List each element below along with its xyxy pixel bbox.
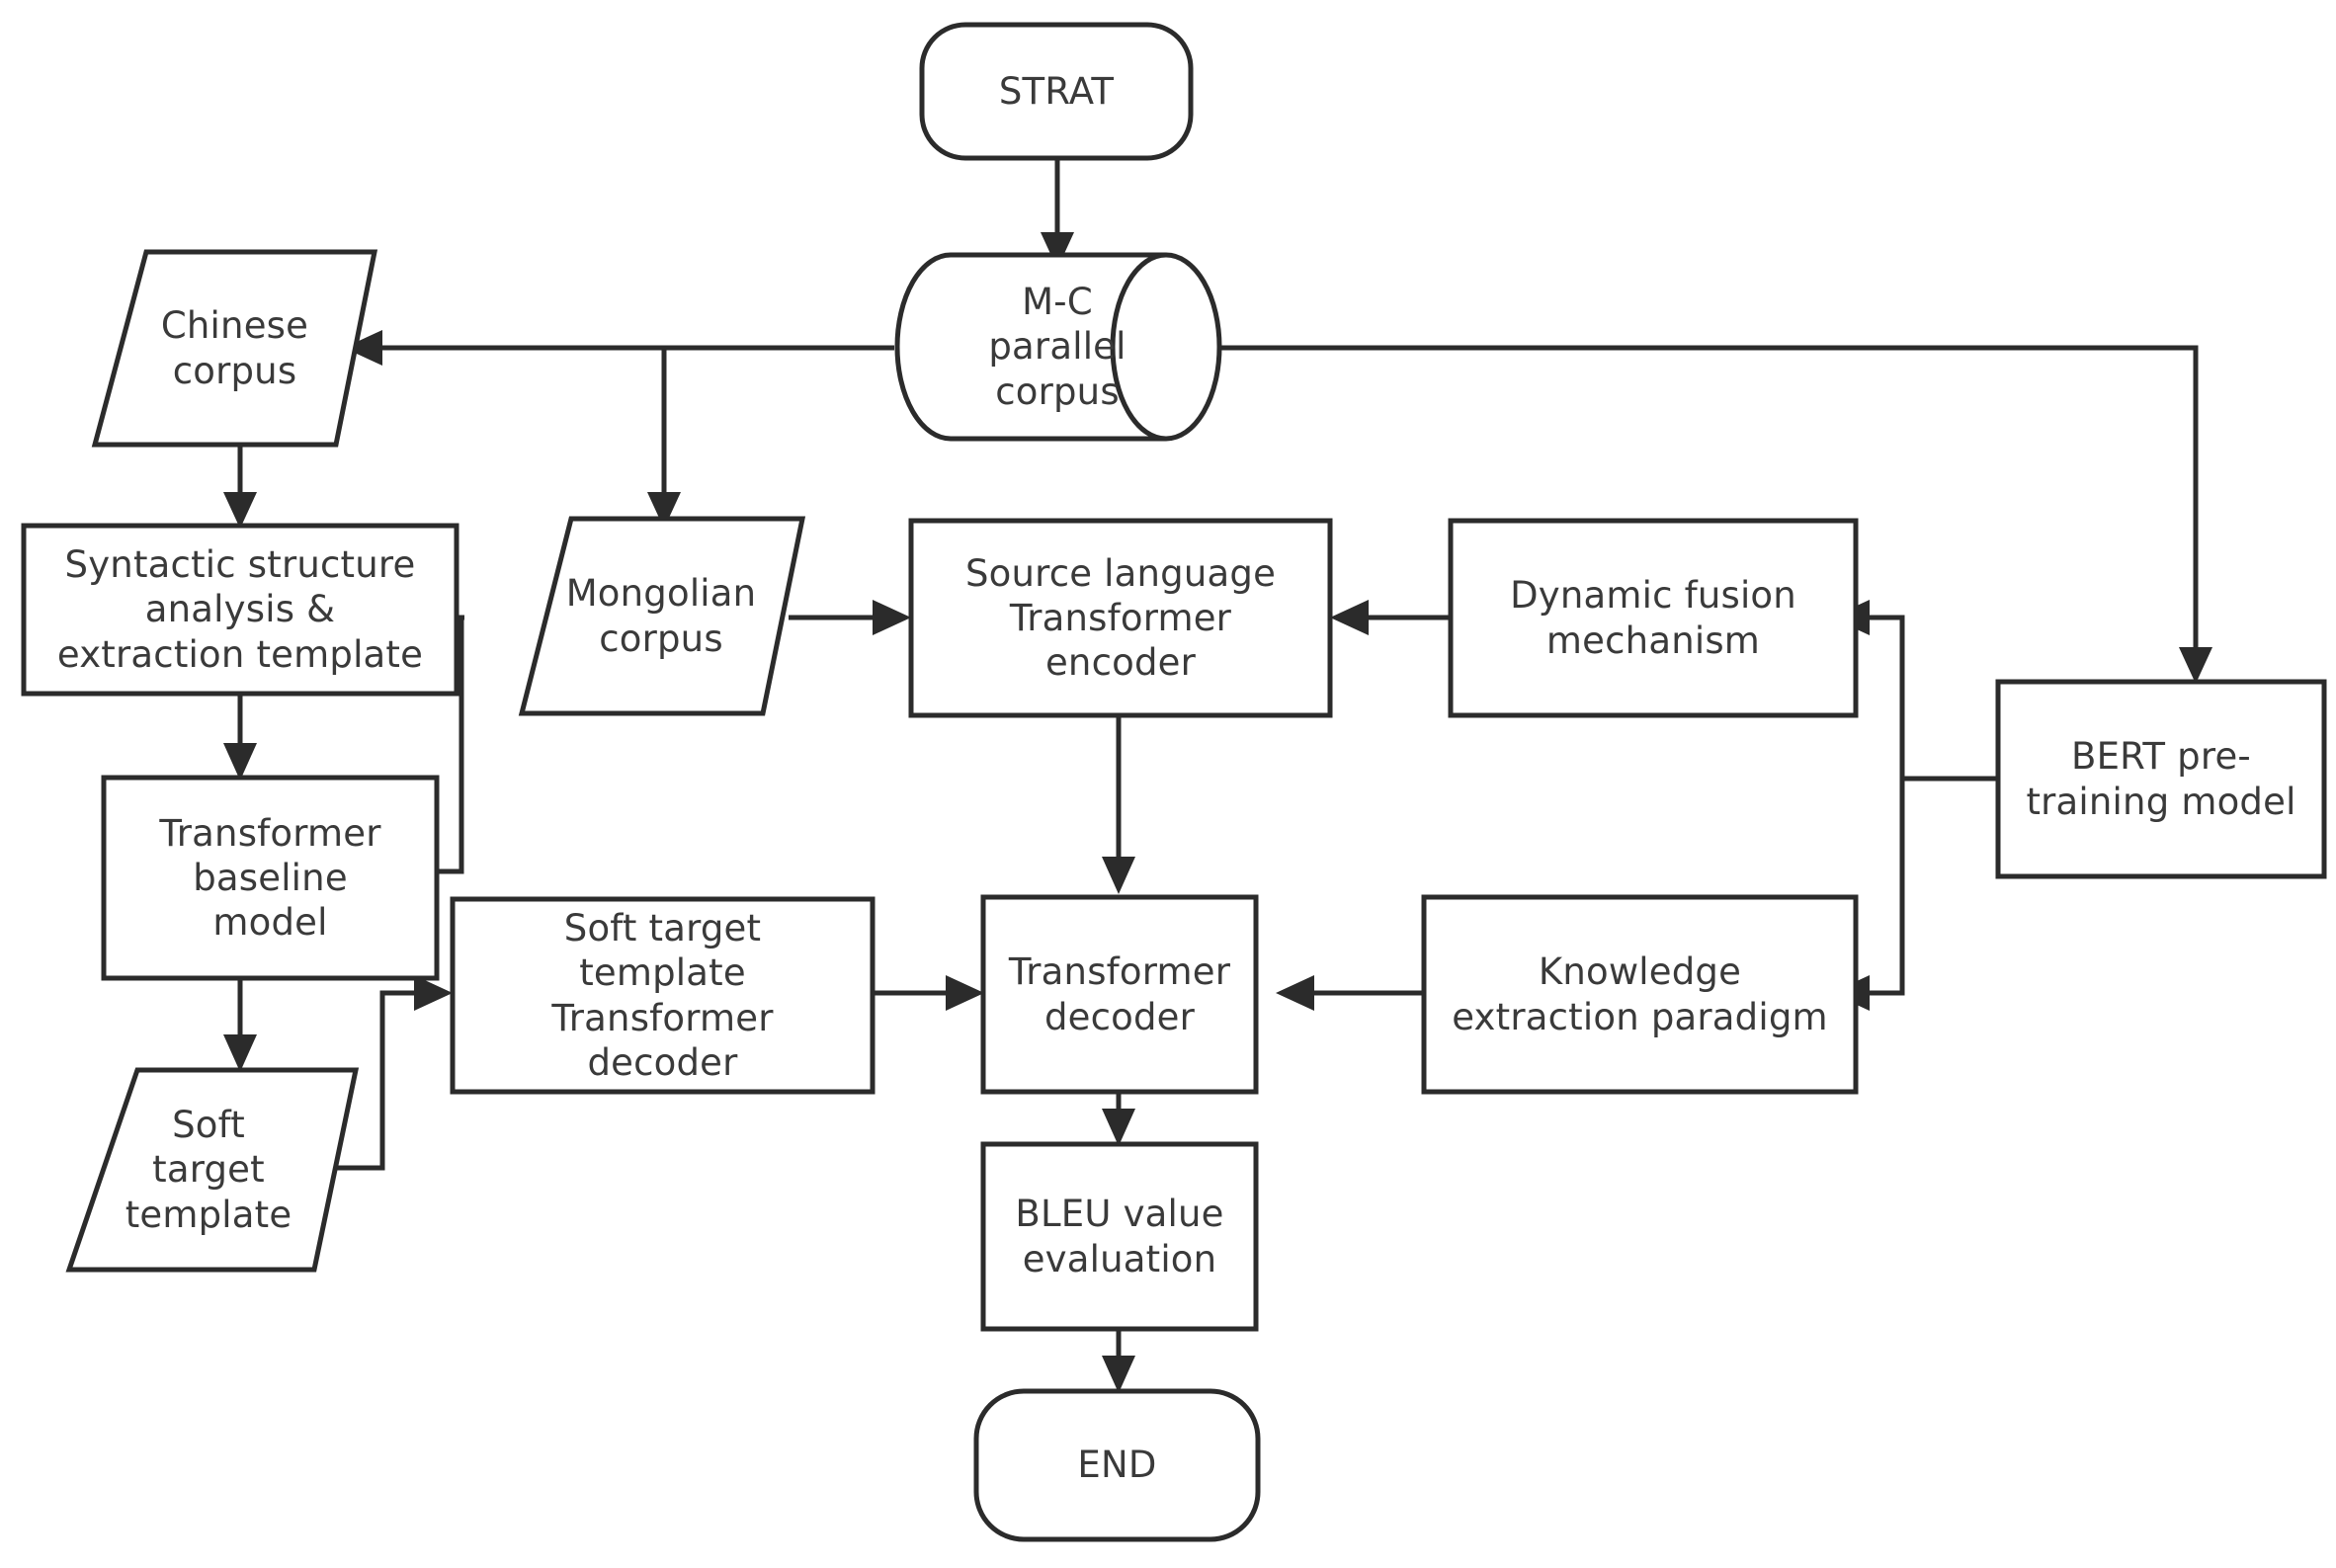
edge-chinese-corpus-to-syntactic — [223, 445, 257, 529]
edge-syntactic-to-baseline — [223, 694, 257, 781]
node-dynamic-fusion-shape[interactable] — [1448, 518, 1859, 718]
edge-mc-corpus-to-mongolian-corpus — [647, 348, 681, 529]
node-start-shape[interactable] — [919, 22, 1194, 161]
node-bert-shape[interactable] — [1995, 679, 2327, 879]
edge-bleu-to-end — [1102, 1329, 1135, 1393]
node-soft-target-template-shape[interactable] — [65, 1067, 360, 1273]
edge-dynamic-fusion-to-source-encoder — [1330, 600, 1451, 635]
edge-soft-decoder-to-transformer-decoder — [872, 975, 984, 1011]
edge-mongolian-corpus-to-source-encoder — [789, 600, 911, 635]
edge-start-to-mc-corpus — [1041, 158, 1074, 269]
node-knowledge-extraction-shape[interactable] — [1421, 894, 1859, 1095]
edge-mc-corpus-to-chinese-corpus — [344, 330, 894, 366]
node-source-encoder-shape[interactable] — [908, 518, 1333, 718]
node-syntactic-shape[interactable] — [21, 523, 459, 697]
node-mc-corpus-shape[interactable] — [894, 252, 1222, 442]
node-end-shape[interactable] — [973, 1388, 1261, 1542]
edge-mc-corpus-to-bert — [1217, 345, 2212, 684]
node-mongolian-corpus-shape[interactable] — [518, 516, 806, 716]
node-baseline-shape[interactable] — [101, 775, 440, 981]
edge-knowledge-extraction-to-transformer-decoder — [1276, 975, 1428, 1011]
node-transformer-decoder-shape[interactable] — [980, 894, 1259, 1095]
edge-source-encoder-to-transformer-decoder — [1102, 714, 1135, 894]
node-bleu-shape[interactable] — [980, 1141, 1259, 1332]
edge-baseline-to-soft-target-template — [223, 978, 257, 1072]
edge-transformer-decoder-to-bleu — [1102, 1092, 1135, 1146]
node-soft-decoder-shape[interactable] — [450, 896, 876, 1095]
node-chinese-corpus-shape[interactable] — [91, 249, 378, 448]
